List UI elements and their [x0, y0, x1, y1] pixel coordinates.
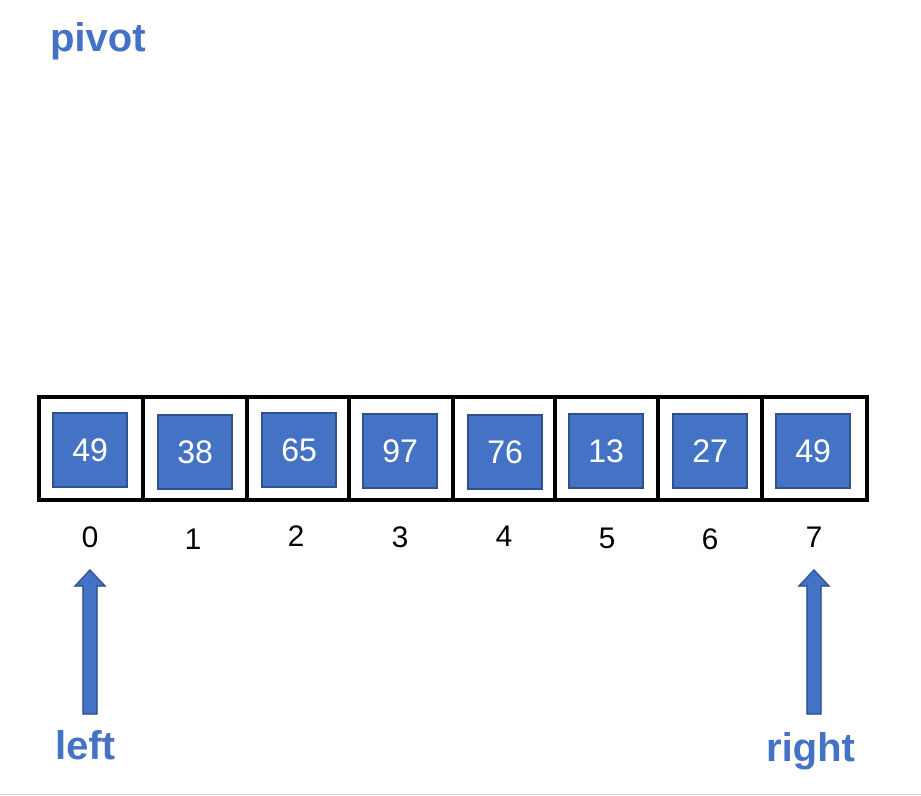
array-row: 49 38 65 97 76 13 27 49 — [37, 395, 869, 502]
array-value-4: 76 — [467, 414, 543, 490]
array-cell-3: 97 — [347, 395, 455, 502]
array-index-4: 4 — [495, 520, 513, 553]
bottom-divider — [0, 794, 921, 795]
array-index-0: 0 — [81, 521, 99, 554]
array-value-7: 49 — [775, 413, 851, 489]
array-value-0: 49 — [52, 412, 128, 488]
left-pointer-label: left — [55, 724, 115, 768]
array-cell-5: 13 — [553, 395, 660, 502]
array-cell-4: 76 — [451, 395, 557, 502]
array-index-2: 2 — [287, 520, 305, 553]
array-index-1: 1 — [184, 523, 202, 556]
array-value-2: 65 — [261, 412, 337, 488]
array-value-6: 27 — [672, 413, 748, 489]
array-index-3: 3 — [391, 521, 409, 554]
array-index-5: 5 — [598, 522, 616, 555]
pivot-label: pivot — [50, 16, 146, 60]
array-cell-7: 49 — [760, 395, 869, 502]
array-index-6: 6 — [701, 523, 719, 556]
right-pointer-label: right — [766, 726, 855, 770]
array-value-3: 97 — [362, 413, 438, 489]
right-arrow-icon — [797, 568, 831, 715]
array-cell-1: 38 — [141, 395, 249, 502]
array-cell-2: 65 — [245, 395, 351, 502]
array-cell-6: 27 — [656, 395, 764, 502]
array-index-7: 7 — [805, 521, 823, 554]
array-value-1: 38 — [157, 414, 233, 490]
left-arrow-icon — [73, 568, 107, 715]
array-cell-0: 49 — [37, 395, 145, 502]
array-value-5: 13 — [568, 413, 644, 489]
